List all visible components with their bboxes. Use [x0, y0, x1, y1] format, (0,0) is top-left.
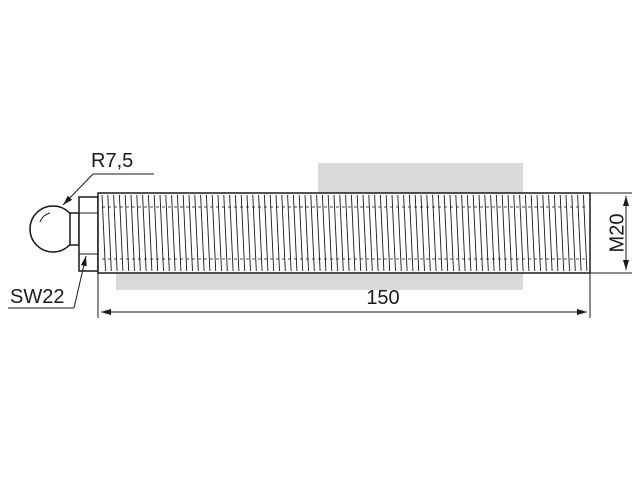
thread-crest: [478, 194, 483, 272]
thread-crest: [153, 194, 159, 272]
thread-label: M20: [606, 214, 628, 253]
thread-crest: [321, 194, 327, 272]
hex-collar: [78, 196, 99, 272]
thread-crest: [118, 194, 124, 272]
thread-crest: [130, 194, 135, 272]
length-dimension: 150: [97, 271, 591, 318]
thread-crest: [205, 194, 211, 272]
thread-crest: [432, 194, 437, 272]
thread-crest: [379, 194, 385, 272]
thread-crest: [136, 194, 141, 272]
thread-crest: [142, 194, 147, 272]
thread-crest: [437, 194, 443, 272]
thread-crest: [461, 194, 466, 272]
thread-crest: [246, 194, 251, 272]
thread-crest: [501, 194, 507, 272]
ball-neck: [69, 212, 80, 246]
thread-crest: [530, 194, 536, 272]
length-label: 150: [366, 287, 399, 309]
thread-crest: [333, 194, 338, 272]
threaded-shank: [97, 192, 591, 274]
thread-crest: [211, 194, 217, 272]
thread-crest: [524, 194, 530, 272]
thread-crest: [414, 194, 420, 272]
thread-crest: [519, 194, 524, 272]
thread-crest: [490, 194, 495, 272]
thread-crest: [275, 194, 280, 272]
thread-crest: [443, 194, 449, 272]
radius-leader: R7,5: [62, 150, 154, 206]
thread-crest: [339, 194, 344, 272]
thread-crest: [408, 194, 414, 272]
thread-crest: [124, 194, 130, 272]
thread-crest: [507, 194, 512, 272]
thread-crest: [368, 194, 373, 272]
thread-crest: [345, 194, 350, 272]
thread-crest: [426, 194, 431, 272]
thread-crest: [107, 194, 112, 272]
thread-crest: [455, 194, 460, 272]
thread-crest: [327, 194, 333, 272]
thread-crest: [147, 194, 153, 272]
thread-crest: [281, 194, 286, 272]
thread-dimension: M20: [590, 192, 632, 274]
thread-lines: [101, 194, 588, 272]
thread-crest: [310, 194, 315, 272]
thread-crest: [316, 194, 321, 272]
ball-highlight: [39, 212, 51, 223]
thread-crest: [165, 194, 170, 272]
thread-crest: [176, 194, 182, 272]
thread-crest: [269, 194, 275, 272]
thread-crest: [449, 194, 454, 272]
thread-crest: [356, 194, 362, 272]
ball-head: [29, 205, 77, 253]
thread-crest: [385, 194, 391, 272]
thread-crest: [298, 194, 304, 272]
thread-crest: [553, 194, 559, 272]
thread-crest: [542, 194, 547, 272]
thread-crest: [362, 194, 367, 272]
thread-crest: [234, 194, 240, 272]
thread-crest: [304, 194, 309, 272]
thread-crest: [101, 194, 106, 272]
thread-crest: [287, 194, 292, 272]
thread-crest: [420, 194, 425, 272]
thread-crest: [217, 194, 222, 272]
thread-crest: [223, 194, 228, 272]
thread-crest: [484, 194, 489, 272]
thread-crest: [403, 194, 408, 272]
thread-crest: [263, 194, 269, 272]
thread-crest: [571, 194, 576, 272]
thread-crest: [536, 194, 541, 272]
thread-crest: [559, 194, 565, 272]
thread-crest: [582, 194, 588, 272]
thread-crest: [113, 194, 118, 272]
thread-crest: [240, 194, 246, 272]
thread-crest: [397, 194, 402, 272]
thread-crest: [548, 194, 553, 272]
thread-crest: [391, 194, 396, 272]
thread-crest: [229, 194, 234, 272]
thread-crest: [513, 194, 518, 272]
thread-crest: [565, 194, 570, 272]
thread-crest: [252, 194, 257, 272]
radius-label: R7,5: [91, 150, 133, 172]
thread-crest: [292, 194, 298, 272]
thread-crest: [194, 194, 199, 272]
wrench-size-leader: SW22: [8, 255, 87, 309]
wrench-size-label: SW22: [10, 286, 64, 308]
thread-crest: [577, 194, 582, 272]
thread-crest: [374, 194, 379, 272]
thread-crest: [495, 194, 501, 272]
thread-crest: [472, 194, 478, 272]
thread-crest: [350, 194, 356, 272]
thread-crest: [171, 194, 176, 272]
thread-crest: [159, 194, 164, 272]
thread-crest: [188, 194, 193, 272]
thread-crest: [466, 194, 472, 272]
thread-crest: [258, 194, 263, 272]
thread-crest: [182, 194, 188, 272]
thread-crest: [200, 194, 205, 272]
